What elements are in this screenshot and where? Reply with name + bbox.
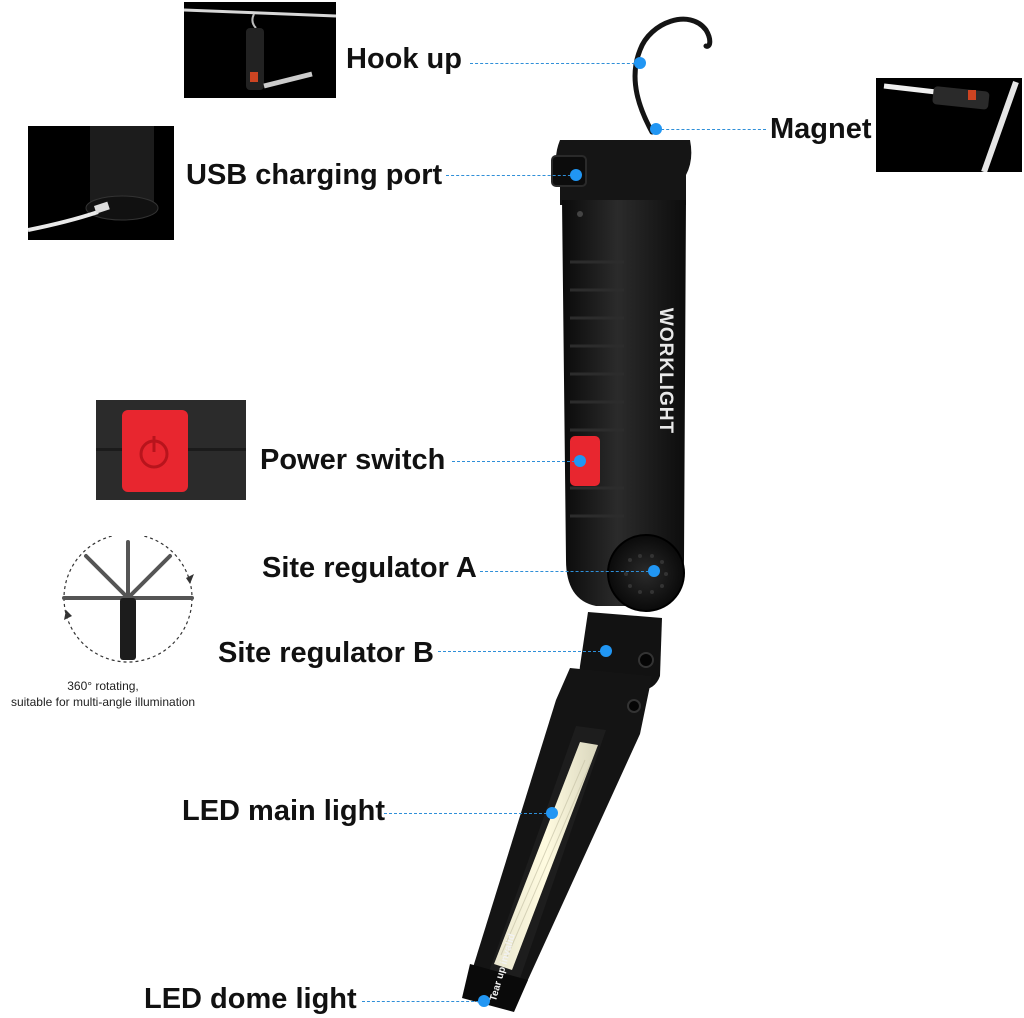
main-light-dot bbox=[546, 807, 558, 819]
regulator-b-joint bbox=[579, 612, 662, 690]
power-switch-leader bbox=[452, 461, 580, 462]
rotation-caption-line2: suitable for multi-angle illumination bbox=[10, 695, 196, 710]
usb-port-dot bbox=[570, 169, 582, 181]
regulator-b-leader bbox=[438, 651, 606, 652]
regulator-b-dot bbox=[600, 645, 612, 657]
hook-up-inset bbox=[184, 2, 336, 98]
magnet-label: Magnet bbox=[770, 113, 872, 145]
hook-up-dot bbox=[634, 57, 646, 69]
usb-port-label: USB charging port bbox=[186, 159, 443, 191]
usb-port-leader bbox=[446, 175, 576, 176]
top-cap bbox=[556, 140, 692, 205]
dome-light-dot bbox=[478, 995, 490, 1007]
hook bbox=[632, 16, 713, 135]
magnet-inset bbox=[876, 78, 1022, 172]
rotation-caption: 360° rotating, suitable for multi-angle … bbox=[0, 678, 206, 710]
dome-light-leader bbox=[362, 1001, 484, 1002]
power-switch-dot bbox=[574, 455, 586, 467]
usb-inset bbox=[28, 126, 174, 240]
main-light-leader bbox=[384, 813, 552, 814]
regulator-b-label: Site regulator B bbox=[218, 637, 434, 669]
power-switch-label: Power switch bbox=[260, 444, 446, 476]
grip-ridges bbox=[570, 260, 624, 518]
rotation-caption-line1: 360° rotating, bbox=[67, 679, 139, 693]
magnet-dot bbox=[650, 123, 662, 135]
rotation-diagram bbox=[62, 536, 194, 663]
main-light-label: LED main light bbox=[182, 795, 385, 827]
regulator-a-dot bbox=[648, 565, 660, 577]
magnet-leader bbox=[656, 129, 766, 130]
hook-up-leader bbox=[470, 63, 640, 64]
power-switch-inset bbox=[96, 400, 246, 500]
brand-text: WORKLIGHT bbox=[655, 307, 676, 435]
hook-up-label: Hook up bbox=[346, 43, 462, 75]
dome-light-label: LED dome light bbox=[144, 983, 357, 1015]
led-strip bbox=[494, 742, 598, 970]
regulator-a-label: Site regulator A bbox=[262, 552, 477, 584]
regulator-a-leader bbox=[480, 571, 654, 572]
regulator-a-knob bbox=[607, 534, 685, 612]
